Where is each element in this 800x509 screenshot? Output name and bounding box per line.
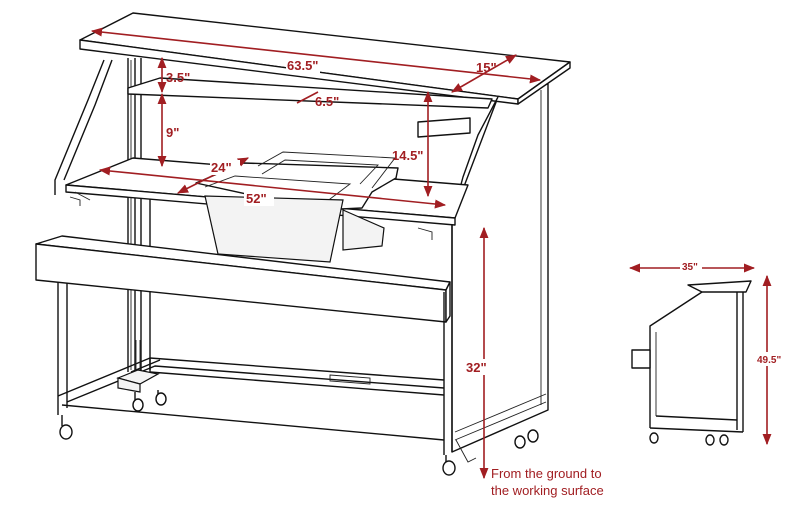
label-side-depth: 35" <box>682 262 698 273</box>
label-counter-depth: 24" <box>211 160 232 175</box>
side-view-drawing: 35" 49.5" <box>628 260 784 446</box>
label-side-height: 49.5" <box>757 355 781 366</box>
caster-back-left <box>132 392 144 412</box>
caster-back-mid <box>155 390 167 406</box>
label-rear-clearance: 14.5" <box>392 148 423 163</box>
dim-line-shelf-depth <box>296 91 319 104</box>
speed-rail <box>35 235 451 323</box>
label-shelf-gap: 3.5" <box>166 70 190 85</box>
caster-front-left <box>59 415 73 440</box>
label-overall-width: 63.5" <box>287 58 318 73</box>
main-unit-drawing <box>35 12 571 476</box>
side-view-casters <box>649 432 729 446</box>
dimension-lines: 63.5" 15" 3.5" 6.5" 9" 14.5" 24" 52" 32"… <box>90 27 604 498</box>
caster-wheels <box>59 390 539 476</box>
foot-pedal <box>116 340 160 393</box>
label-working-height: 32" <box>466 360 487 375</box>
base-frame <box>57 357 445 441</box>
dim-line-top-depth <box>451 54 517 93</box>
label-top-depth: 15" <box>476 60 497 75</box>
right-side-panel <box>451 83 549 453</box>
caster-side-right-b <box>527 429 539 443</box>
rear-posts <box>127 58 151 372</box>
caption-line-1: From the ground to <box>491 466 602 481</box>
label-shelf-depth: 6.5" <box>315 94 339 109</box>
dim-line-counter-width <box>98 166 447 209</box>
label-upper-clearance: 9" <box>166 125 179 140</box>
caption-line-2: the working surface <box>491 483 604 498</box>
label-counter-width: 52" <box>246 191 267 206</box>
caster-front-right <box>442 455 456 476</box>
caster-side-right-a <box>514 435 526 449</box>
